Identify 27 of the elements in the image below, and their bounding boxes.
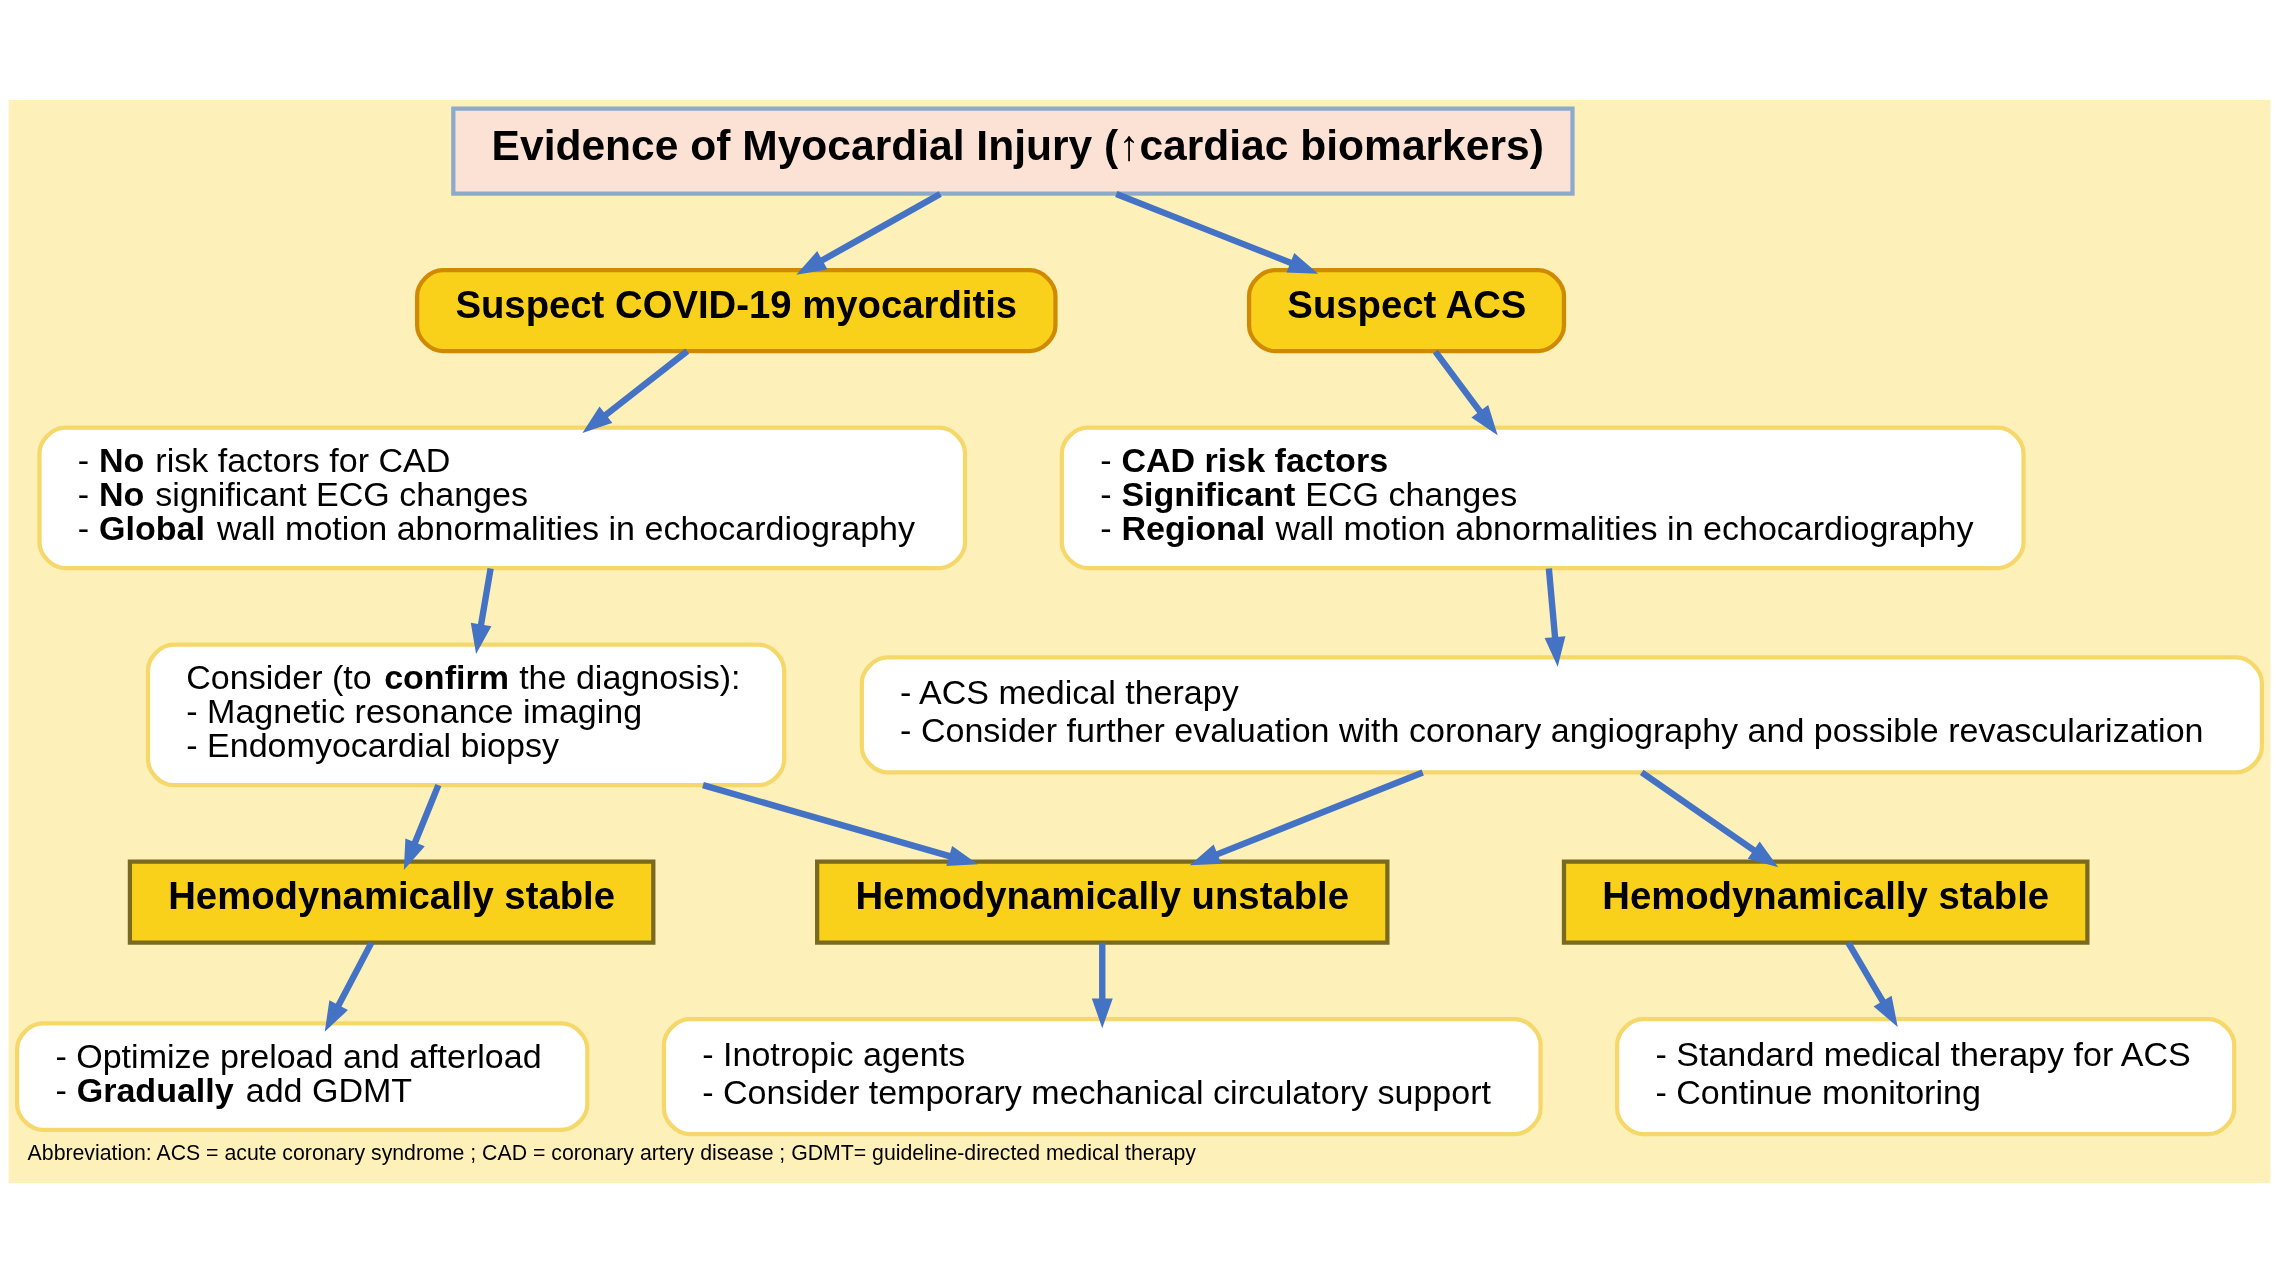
arrow	[1845, 940, 1898, 1027]
node-box: Hemodynamically unstable	[815, 859, 1390, 945]
node-box: - Standard medical therapy for ACS - Continue monitoring	[1615, 1016, 2237, 1136]
caption: Abbreviation: ACS = acute coronary syndrome ; CAD = coronary artery disease ; GDMT= guideline-directed medical therapy	[27, 1140, 1197, 1165]
node-box: - Optimize preload and afterload - Gradually add GDMT	[15, 1020, 590, 1132]
arrow	[1432, 349, 1498, 435]
arrow	[1639, 769, 1779, 867]
arrow	[470, 567, 494, 654]
arrow	[582, 348, 690, 433]
arrow	[1189, 768, 1424, 865]
node-box: Suspect ACS	[1246, 267, 1567, 353]
node-box: Consider (to confirm the diagnosis): - Magnetic resonance imaging - Endomyocardial biopsy	[145, 642, 787, 787]
node-box: - ACS medical therapy - Consider further evaluation with coronary angiography and possible revascularization	[859, 654, 2264, 774]
arrow	[324, 940, 375, 1032]
arrow	[1091, 942, 1113, 1028]
node-box: - No risk factors for CAD - No significant ECG changes - Global wall motion abnormalities in echocardiography	[37, 425, 968, 570]
node-box: Hemodynamically stable	[1561, 859, 2090, 945]
arrow	[403, 783, 442, 870]
node-box: Hemodynamically stable	[127, 859, 656, 945]
node-box: Suspect COVID-19 myocarditis	[415, 267, 1058, 353]
node-box: - Inotropic agents - Consider temporary mechanical circulatory support	[661, 1016, 1543, 1136]
arrow	[1115, 190, 1319, 274]
node-box: - CAD risk factors - Significant ECG changes - Regional wall motion abnormalities in echocardiography	[1059, 425, 2026, 570]
node-box: Evidence of Myocardial Injury (↑cardiac biomarkers)	[451, 105, 1575, 196]
arrow	[796, 190, 942, 275]
arrow	[702, 781, 978, 866]
arrow	[1544, 567, 1566, 667]
